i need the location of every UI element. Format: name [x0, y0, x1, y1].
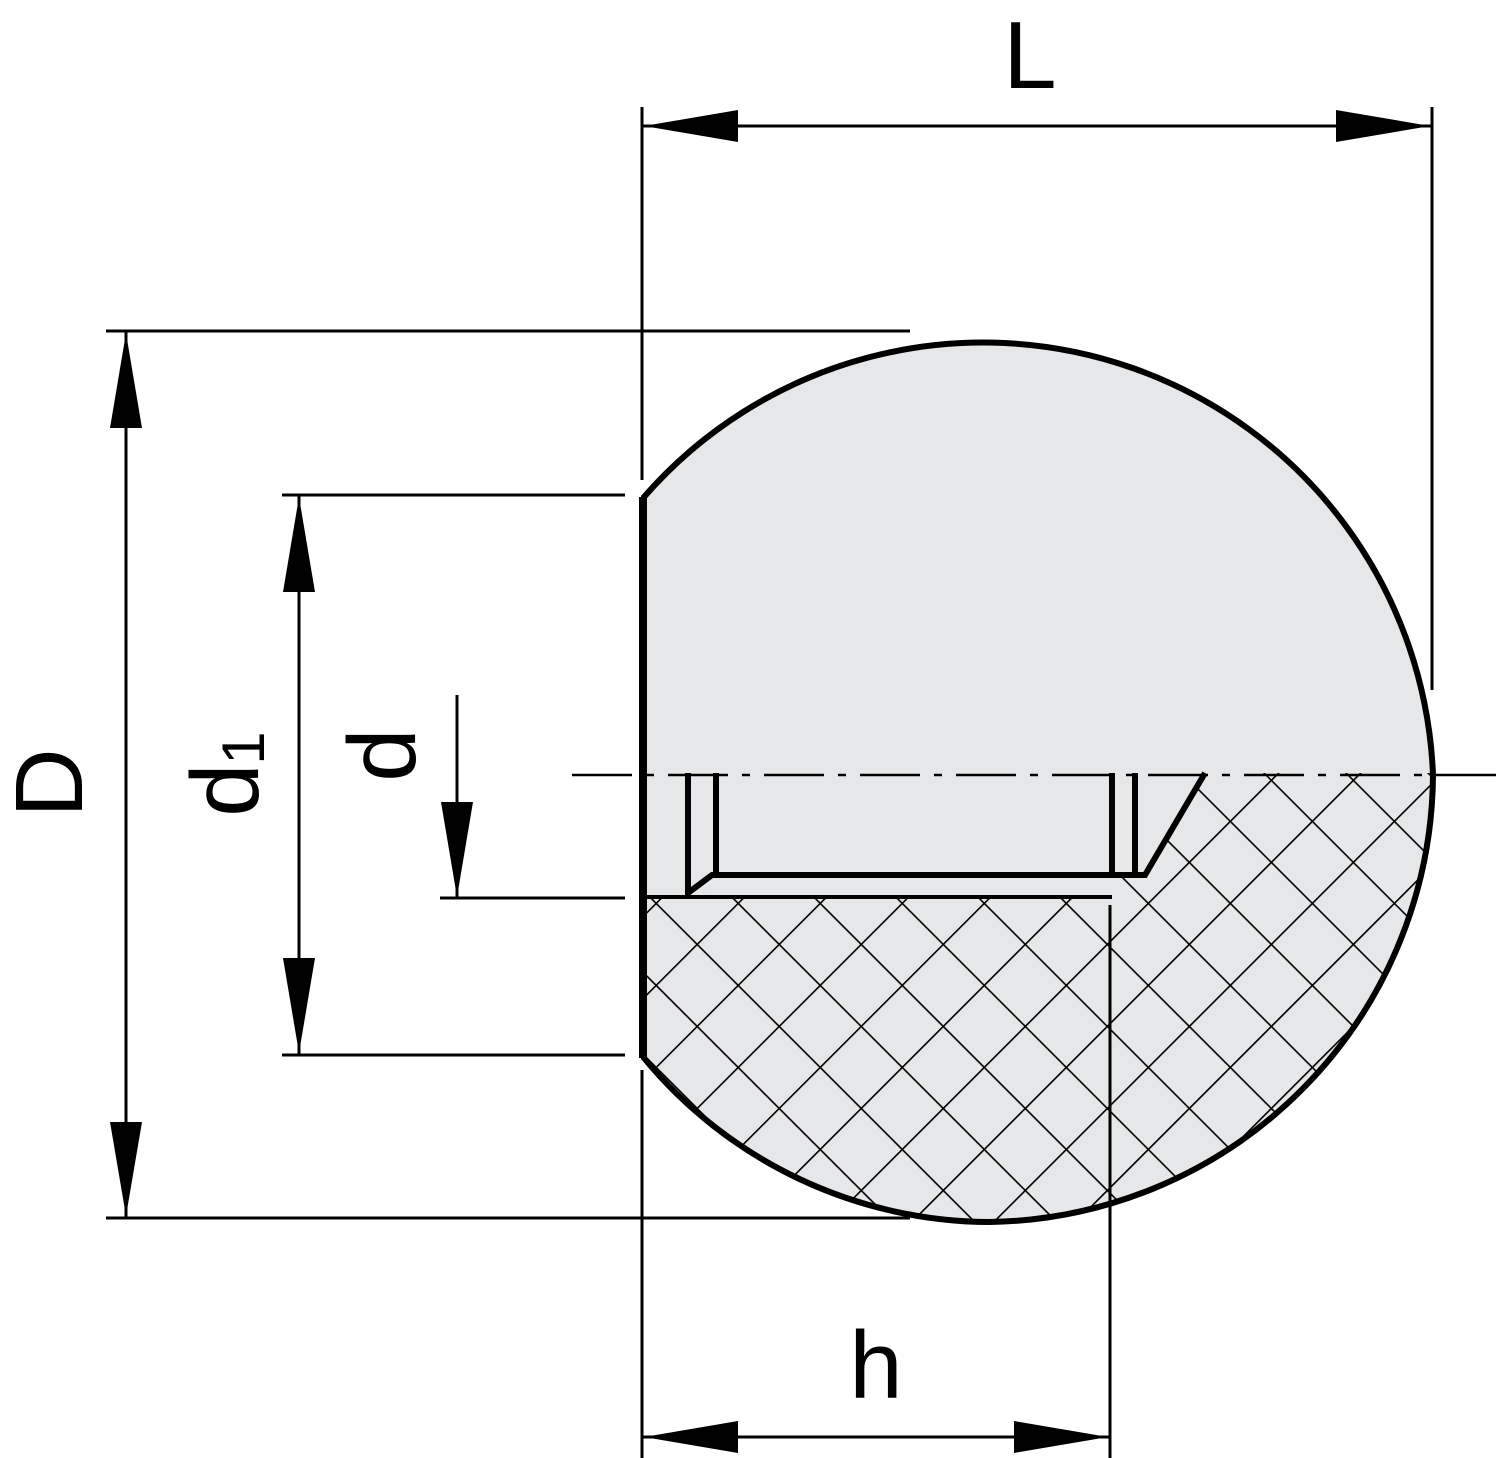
label-d1: d 1: [172, 731, 279, 816]
label-h: h: [849, 1312, 902, 1419]
bore-chamfer: [1112, 771, 1208, 878]
label-D: D: [0, 748, 103, 817]
extension-lines: [106, 107, 1434, 1458]
label-d1-main: d: [172, 763, 279, 816]
label-d: d: [329, 728, 436, 781]
label-d1-subscript: 1: [210, 731, 277, 764]
dimension-d: [441, 695, 473, 897]
label-L: L: [1003, 2, 1056, 109]
dimension-h: [642, 1421, 1110, 1453]
threaded-bore: [685, 773, 1115, 899]
dimension-D: [110, 331, 142, 1218]
dimension-d1: [283, 495, 315, 1055]
knob-outline: [641, 339, 1437, 1226]
dimension-L: [642, 110, 1432, 142]
